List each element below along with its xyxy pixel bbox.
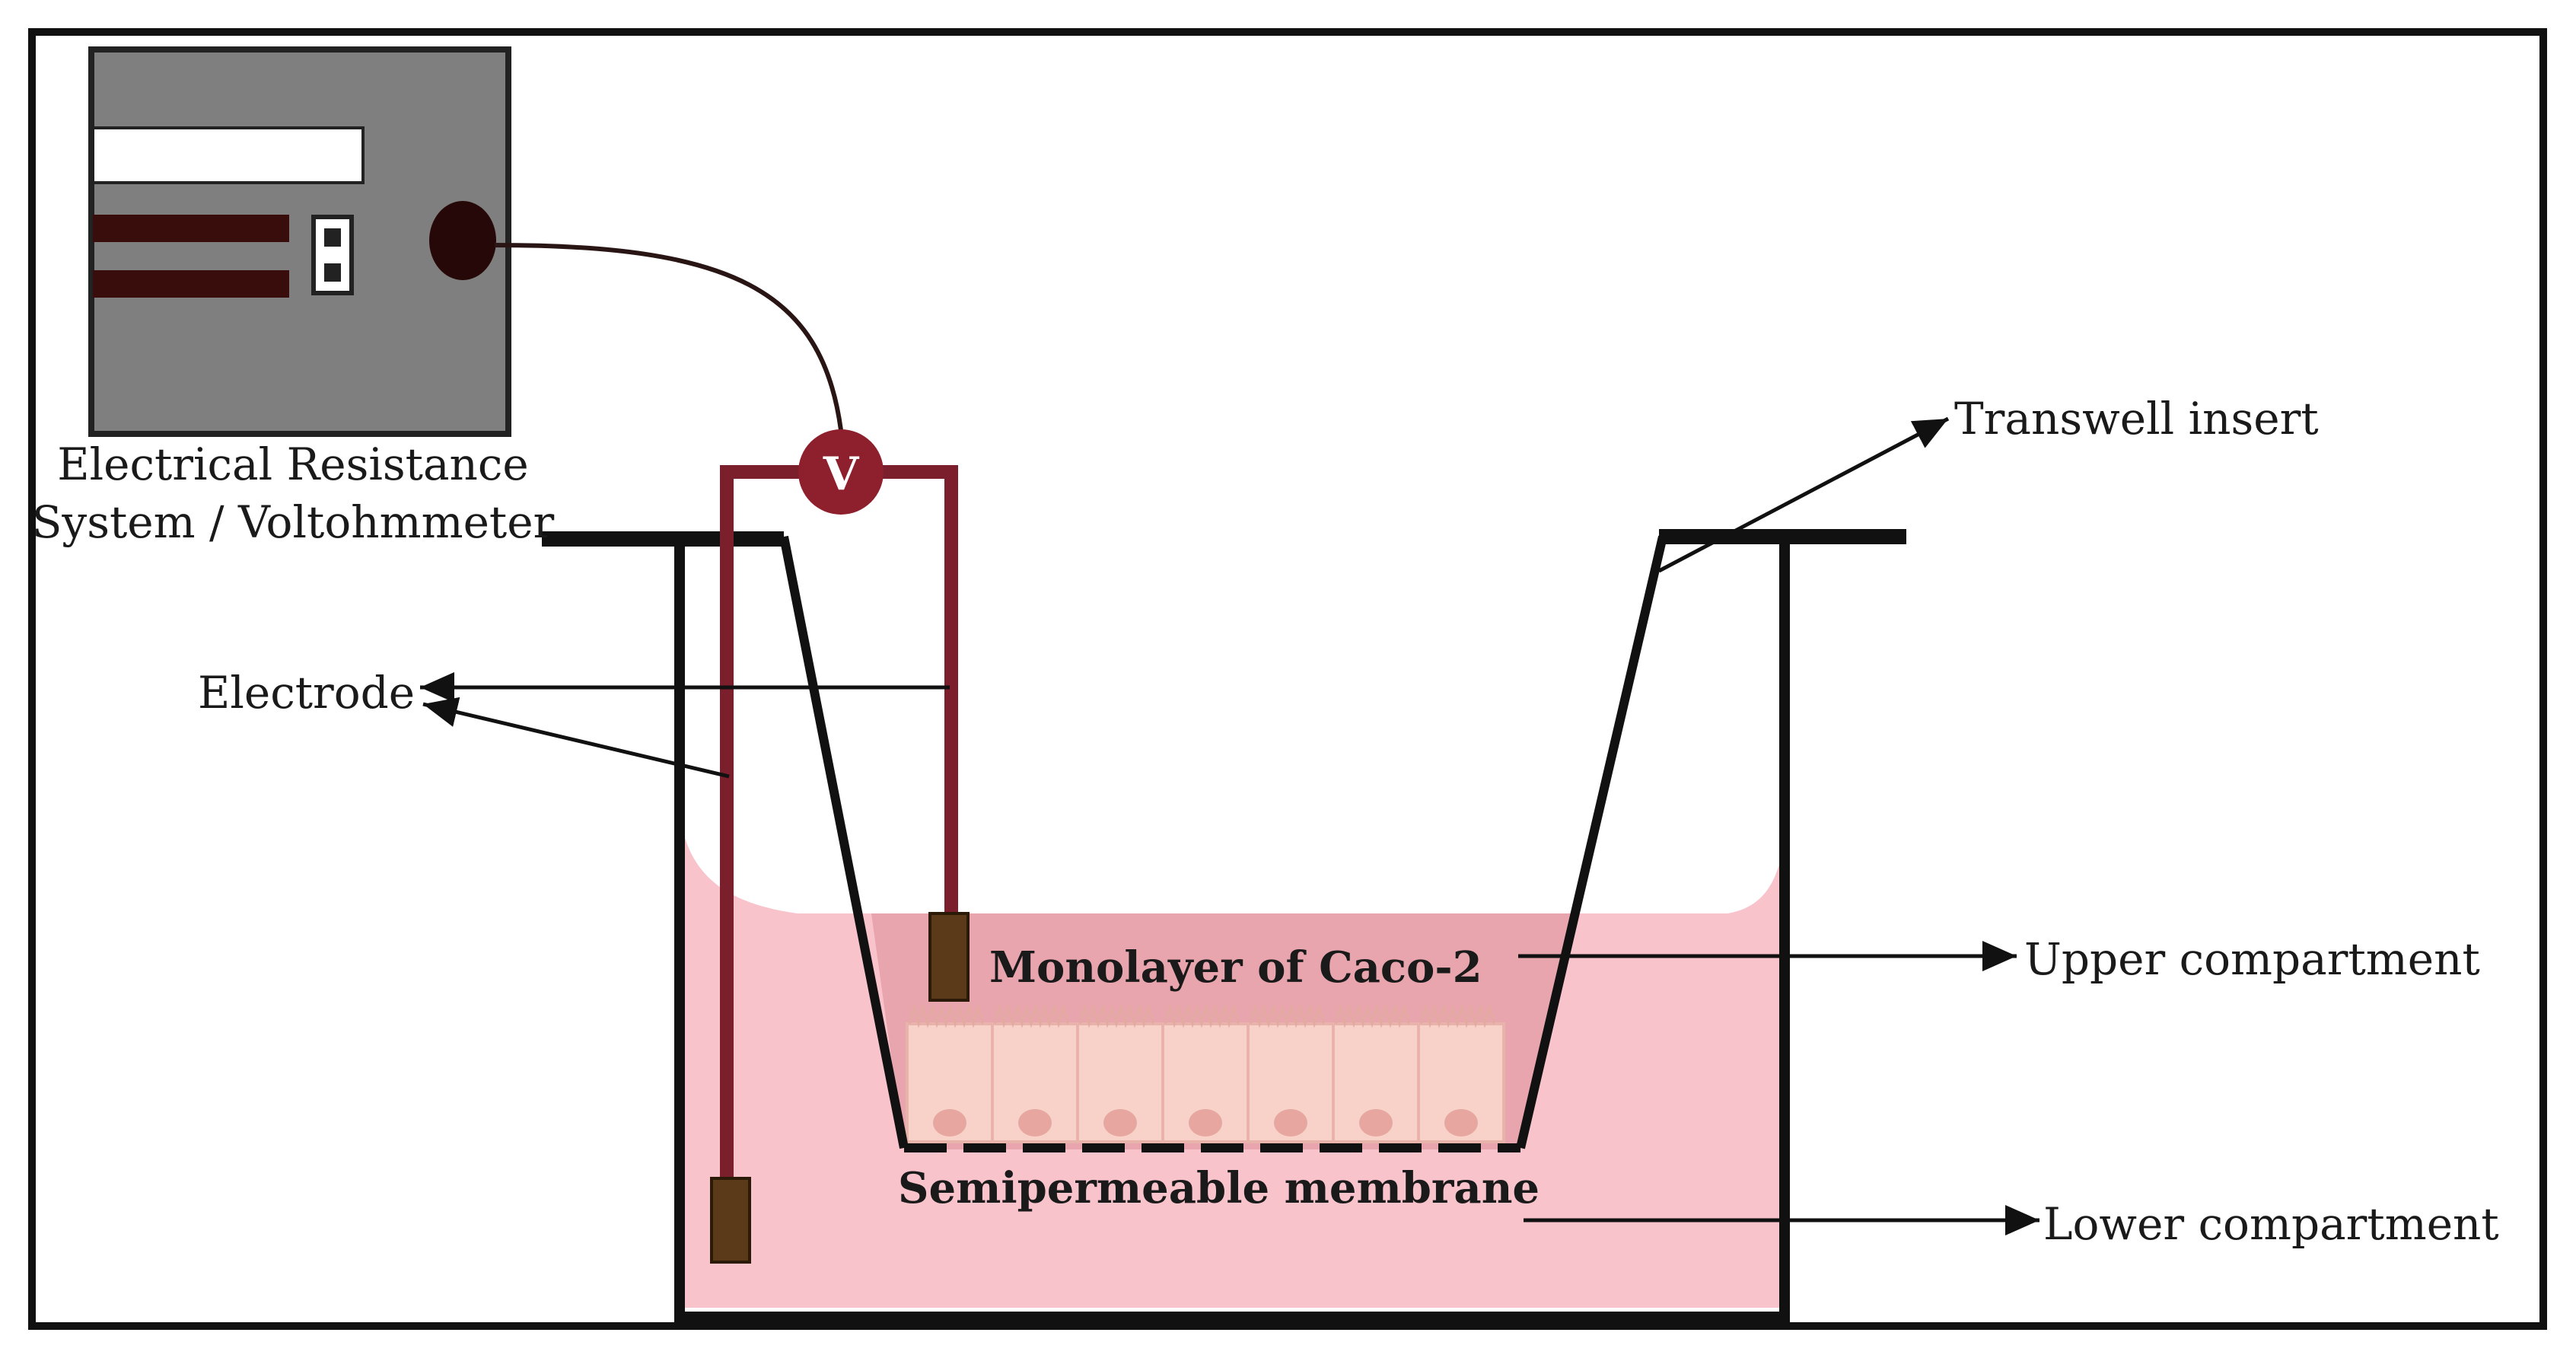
meter-slot-1 (93, 215, 289, 242)
meter-label-line2: System / Voltohmmeter (32, 496, 555, 548)
figure-border (28, 28, 2547, 1330)
transwell-arrow (1657, 416, 1950, 573)
cell-1 (906, 1003, 994, 1143)
meter-switch-icon (311, 215, 354, 295)
cell-5 (1247, 1003, 1335, 1143)
annotation-arrows (420, 416, 2039, 1235)
cell-4 (1161, 1003, 1250, 1143)
electrode-assembly: V (710, 429, 970, 1264)
transwell-insert-label: Transwell insert (1954, 393, 2319, 445)
electrode-label: Electrode (198, 667, 415, 719)
transwell-insert (542, 529, 1906, 1149)
voltmeter-symbol: V (823, 448, 860, 501)
voltmeter-icon (798, 429, 884, 515)
lower-compartment-label: Lower compartment (2043, 1198, 2499, 1250)
voltohmmeter-device (88, 46, 511, 437)
cell-3 (1076, 1003, 1164, 1143)
semipermeable-membrane-label: Semipermeable membrane (898, 1163, 1540, 1213)
cell-6 (1332, 1003, 1420, 1143)
meter-label-line1: Electrical Resistance (57, 438, 528, 490)
outer-well (674, 542, 1790, 1322)
upper-compartment-label: Upper compartment (2024, 933, 2480, 985)
meter-display (91, 126, 365, 184)
caco2-monolayer (906, 1003, 1505, 1143)
upper-electrode-tip (928, 912, 970, 1002)
meter-cable (494, 243, 843, 431)
meter-connector-port (429, 201, 496, 280)
cell-2 (991, 1003, 1079, 1143)
electrode-arrow-lower (422, 697, 730, 779)
lower-electrode-tip (710, 1177, 751, 1264)
cell-7 (1417, 1003, 1505, 1143)
monolayer-label: Monolayer of Caco-2 (989, 942, 1482, 993)
meter-slot-2 (93, 270, 289, 298)
